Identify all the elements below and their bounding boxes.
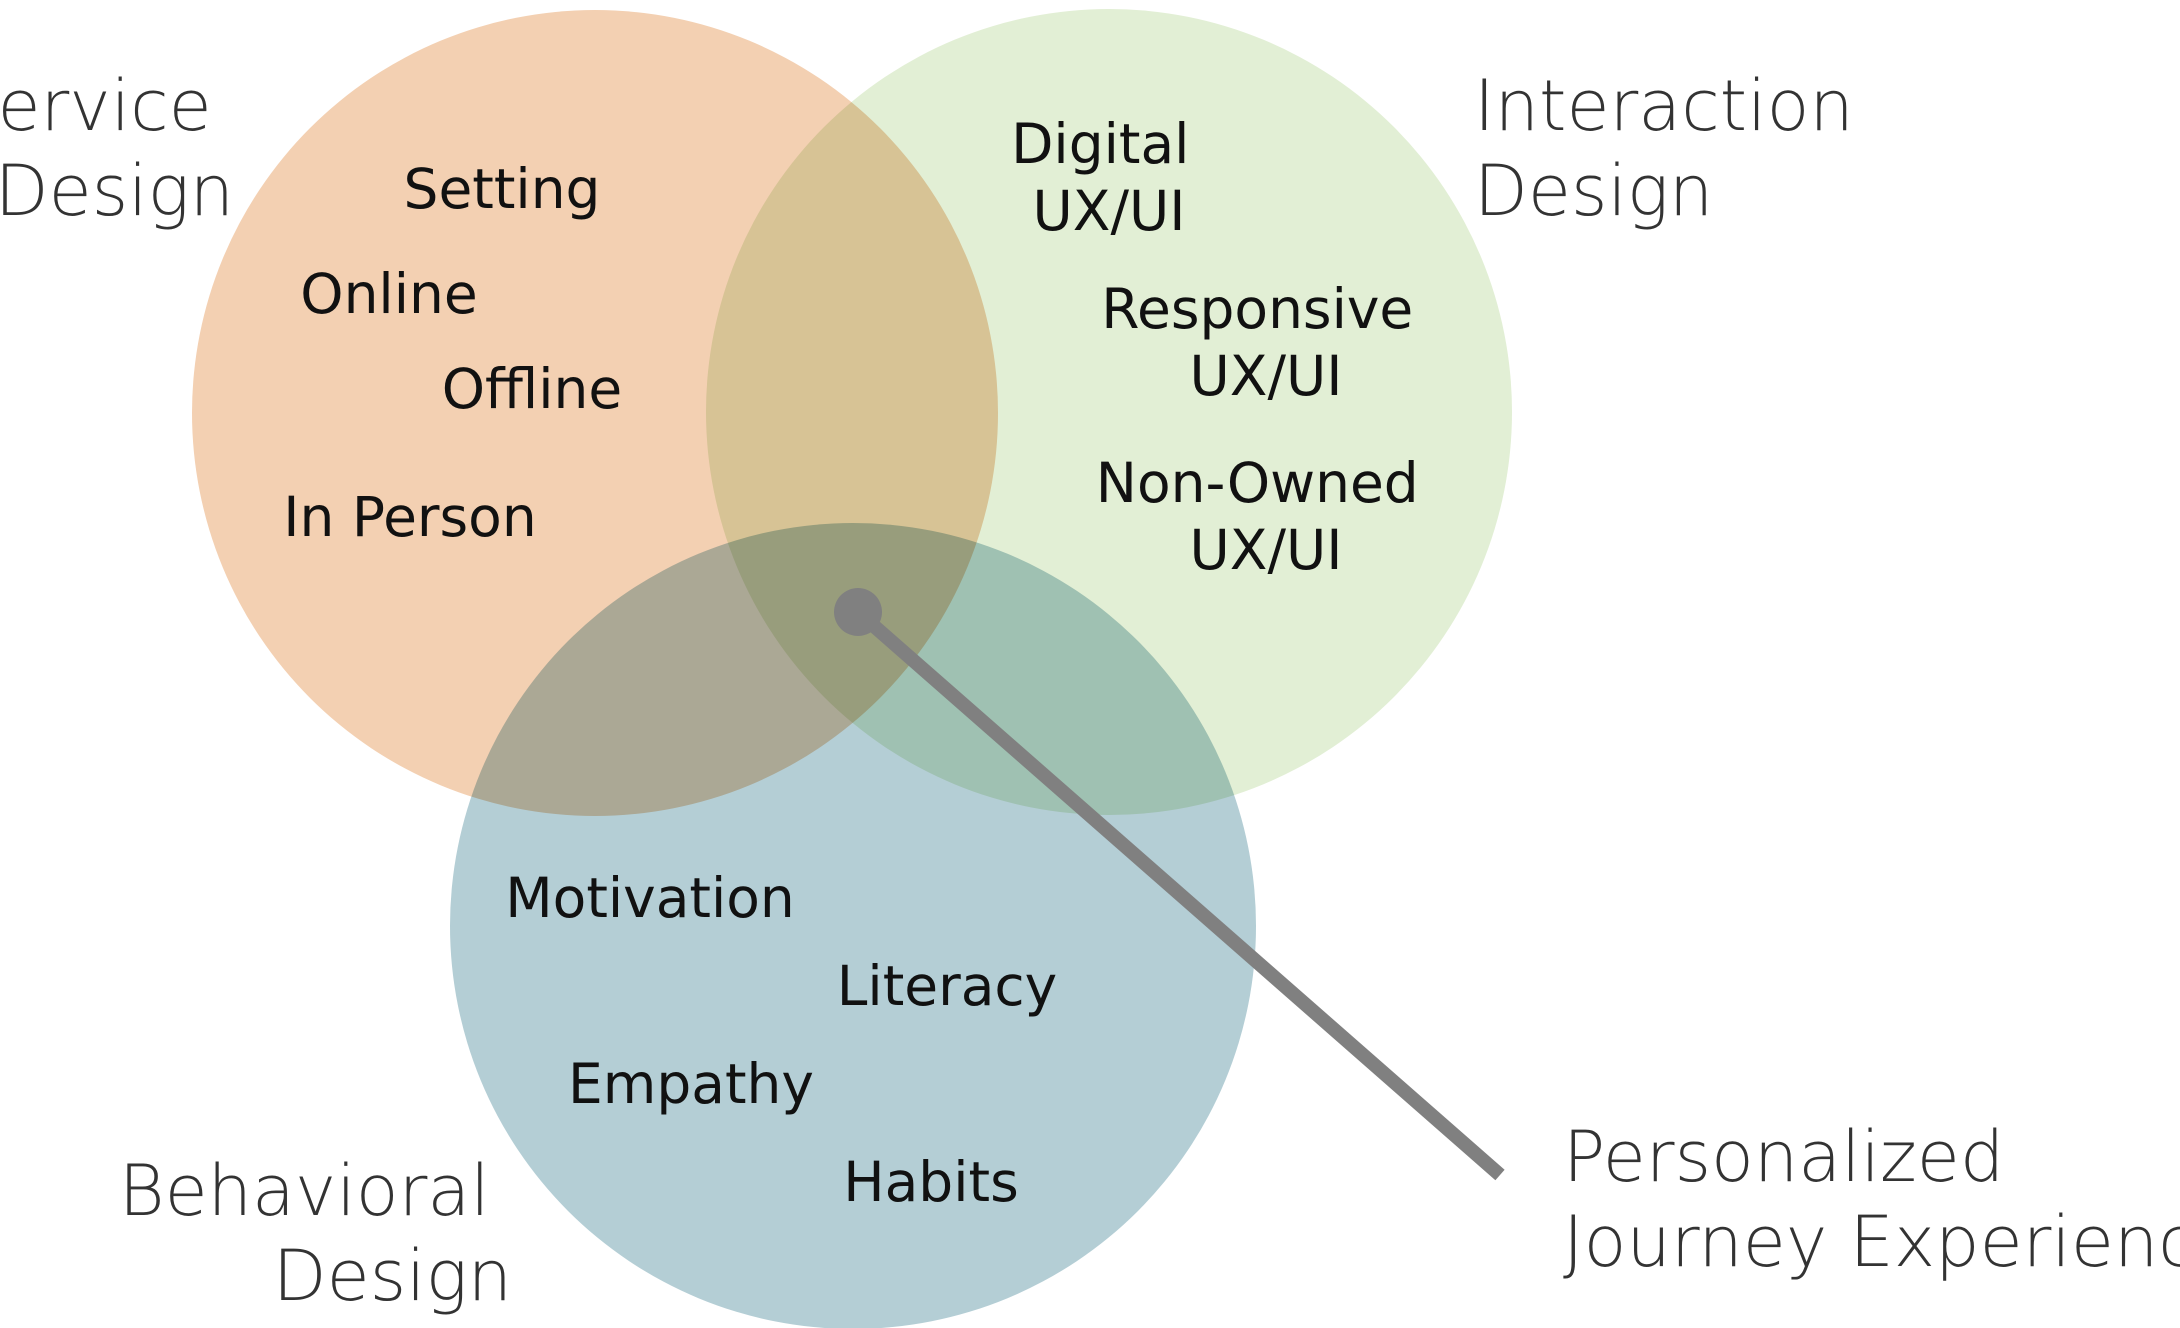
service-item-in-person: In Person: [283, 485, 536, 549]
behavioral-design-title: Behavioral Design: [119, 1150, 512, 1317]
behavioral-item-habits: Habits: [843, 1150, 1018, 1214]
behavioral-item-motivation: Motivation: [505, 866, 795, 930]
service-item-online: Online: [300, 262, 477, 326]
behavioral-design-circle: [450, 523, 1256, 1328]
interaction-design-title: Interaction Design: [1474, 65, 1876, 232]
interaction-item-digital: Digital UX/UI: [1011, 112, 1207, 243]
interaction-item-responsive: Responsive UX/UI: [1101, 277, 1430, 408]
service-item-offline: Offline: [442, 357, 622, 421]
personalized-journey-label: Personalized Journey Experience: [1563, 1116, 2180, 1283]
service-design-title: Service Design: [0, 65, 234, 232]
behavioral-item-literacy: Literacy: [837, 954, 1057, 1018]
service-item-setting: Setting: [404, 157, 601, 221]
callout-dot: [834, 588, 882, 636]
callout-line: [853, 606, 1505, 1181]
interaction-item-non-owned: Non-Owned UX/UI: [1096, 451, 1436, 582]
behavioral-item-empathy: Empathy: [568, 1052, 814, 1116]
